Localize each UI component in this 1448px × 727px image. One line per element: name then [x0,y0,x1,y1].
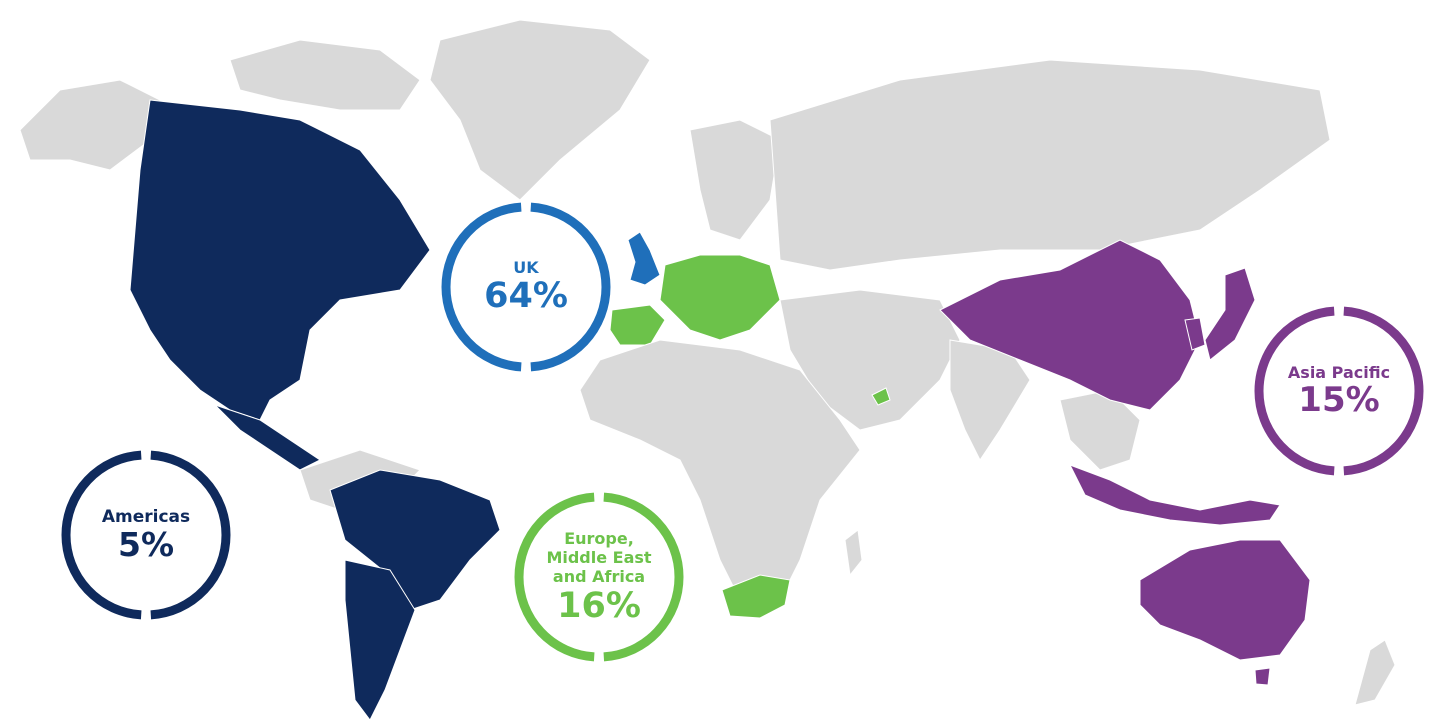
ring-arc [150,450,231,620]
apac-label: Asia Pacific [1287,362,1391,382]
uk-ring [441,202,611,372]
land-scandinavia [689,119,781,241]
land-middle-east [779,289,961,431]
land-uk [627,231,661,286]
apac-ring-badge: Asia Pacific 15% [1253,305,1425,477]
americas-label: Americas [101,506,191,527]
land-brazil [329,469,501,611]
land-central-america [214,404,321,471]
land-greenland [429,19,651,201]
americas-ring [61,450,231,620]
apac-value: 15% [1298,379,1380,420]
uk-label: UK [513,258,539,278]
land-southern-cone [344,559,416,721]
land-madagascar [844,529,863,577]
land-indonesia [1068,464,1281,526]
land-north-america [129,99,431,421]
land-europe [659,254,781,341]
emea-value: 16% [557,585,641,626]
land-south-africa [721,574,791,619]
land-russia [769,59,1331,271]
americas-ring-badge: Americas 5% [60,449,232,621]
land-china [939,239,1201,411]
land-tasmania [1254,667,1271,686]
land-korea [1184,317,1206,351]
land-alaska [19,79,161,171]
land-australia [1139,539,1311,661]
land-new-zealand [1354,639,1396,706]
land-iberia [609,304,666,346]
ring-arc [1343,306,1424,476]
land-japan [1204,267,1256,361]
ring-arc [61,450,142,620]
uk-ring-badge: UK 64% [440,201,612,373]
ring-arc [514,492,595,662]
ring-arc [441,202,522,372]
land-arctic-islands [229,39,421,111]
emea-ring [514,492,684,662]
emea-ring-badge: Europe, Middle East and Africa 16% [513,491,685,663]
americas-value: 5% [117,525,175,565]
ring-arc [603,492,684,662]
emea-label: Europe, Middle East and Africa [546,528,652,587]
apac-ring [1254,306,1424,476]
uk-value: 64% [484,276,568,317]
ring-arc [1254,306,1335,476]
land-uae [871,387,891,406]
ring-arc [530,202,611,372]
